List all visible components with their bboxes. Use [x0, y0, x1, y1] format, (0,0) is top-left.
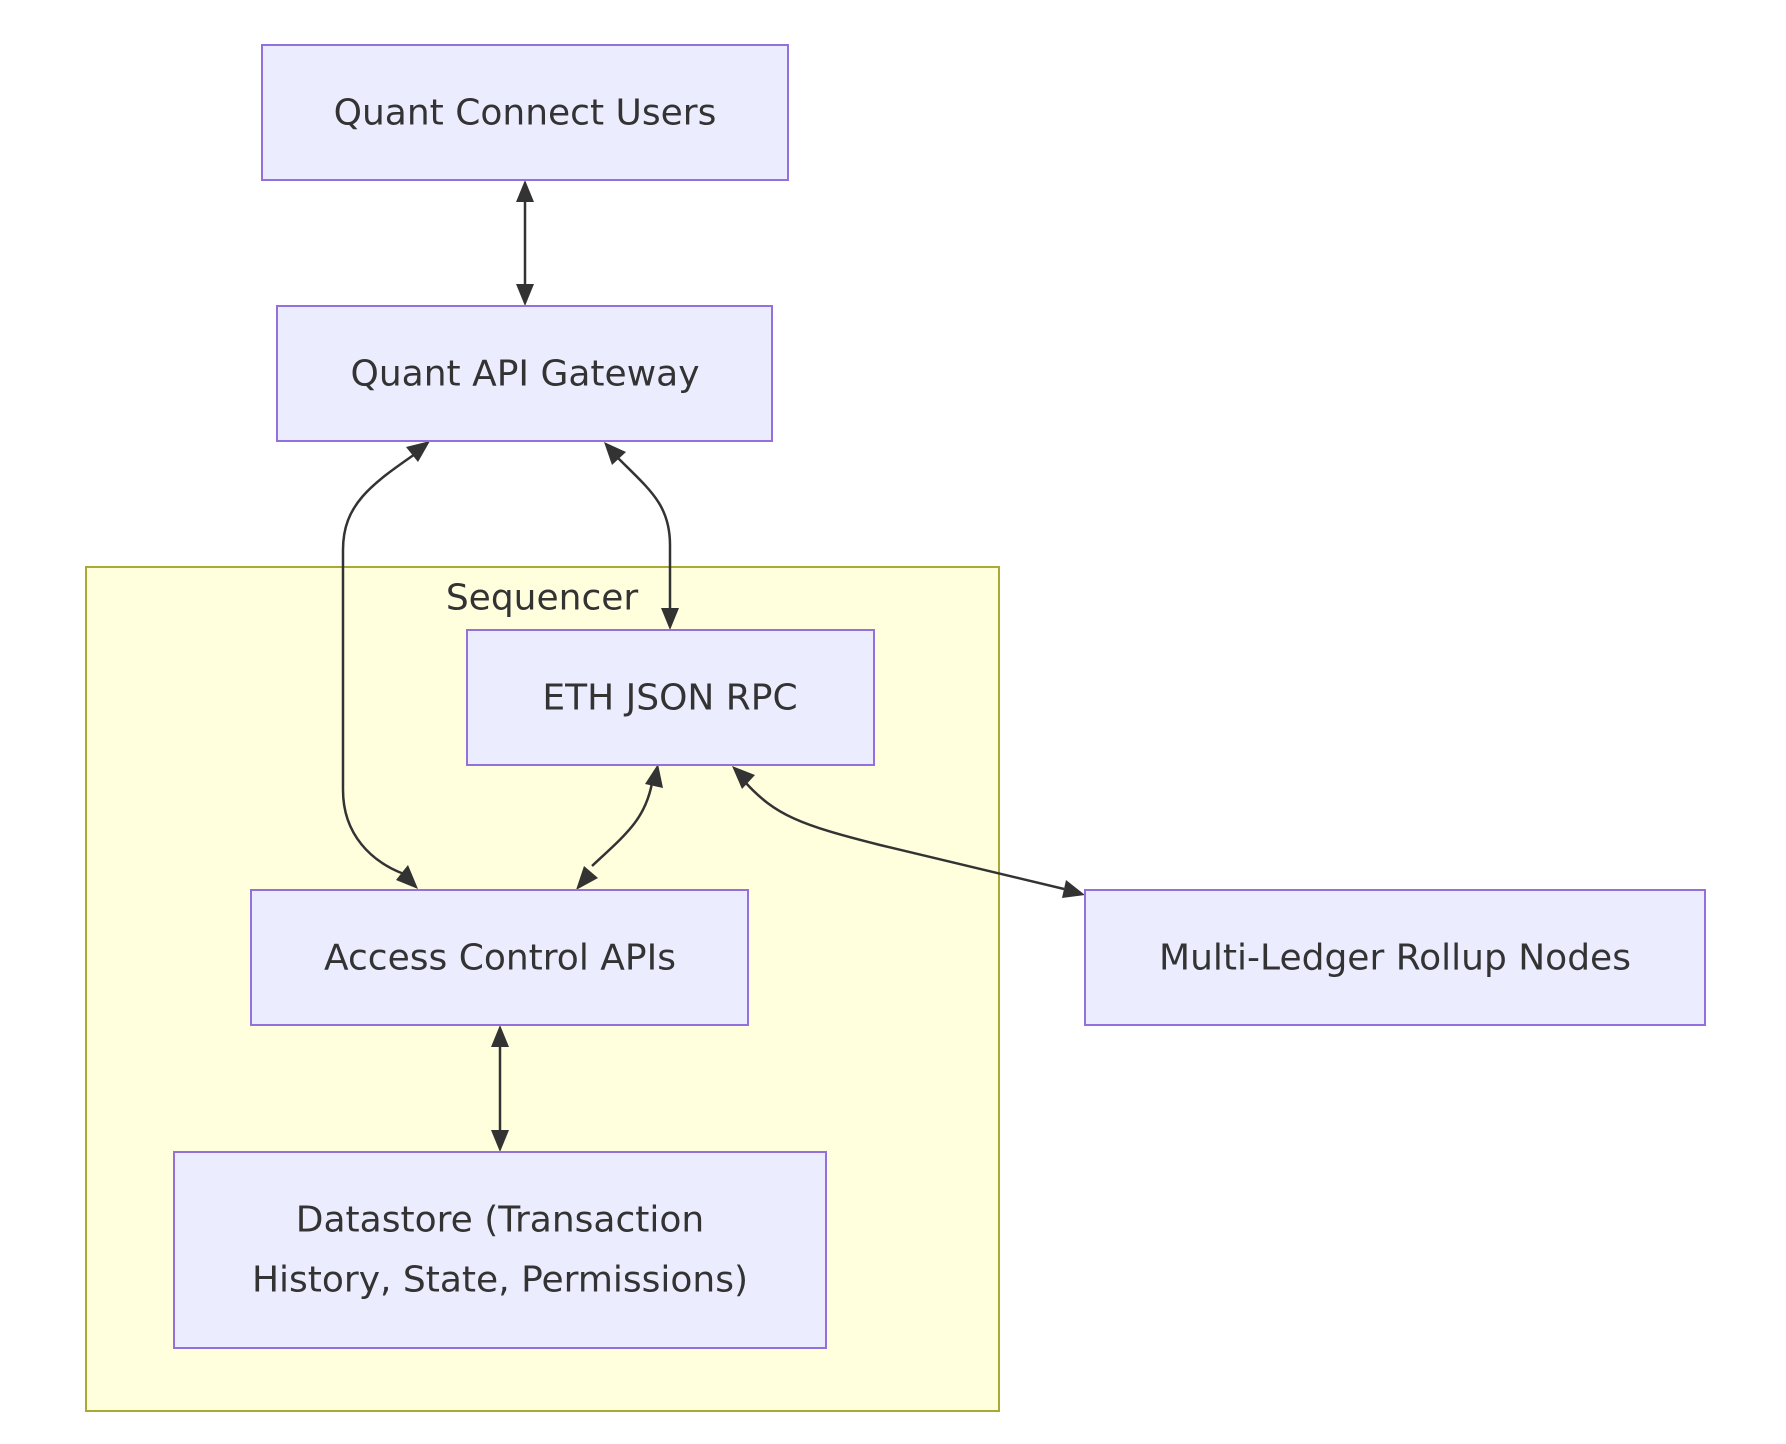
node-label: Quant Connect Users [334, 93, 717, 134]
node-label: Multi-Ledger Rollup Nodes [1159, 938, 1631, 979]
node-box [250, 889, 749, 1026]
node-box [173, 1151, 827, 1349]
node-datastore[interactable]: Datastore (Transaction History, State, P… [173, 1151, 827, 1349]
node-label: Access Control APIs [324, 938, 676, 979]
node-access-control-apis[interactable]: Access Control APIs [250, 889, 749, 1026]
arrowhead-access-right [576, 866, 598, 890]
arrowhead-rollup-end [1062, 880, 1085, 898]
node-box [261, 44, 789, 181]
node-box [1084, 889, 1706, 1026]
arrowhead-datastore-top [491, 1130, 509, 1152]
edge-gateway-rpc [616, 456, 672, 610]
arrowhead-access-bottom [491, 1025, 509, 1047]
node-box [276, 305, 773, 442]
arrowhead-gateway-right [604, 442, 626, 465]
arrowhead-gateway-end [516, 284, 534, 306]
node-label-line2: History, State, Permissions) [252, 1260, 748, 1301]
arrowhead-rpc-top [661, 608, 679, 630]
node-label: Quant API Gateway [350, 354, 699, 395]
edge-rpc-access [591, 782, 654, 867]
arrowhead-rpc-bottom [645, 764, 663, 788]
arrowhead-users-end [516, 180, 534, 202]
node-label-line1: Datastore (Transaction [296, 1200, 704, 1241]
node-multi-ledger-rollup-nodes[interactable]: Multi-Ledger Rollup Nodes [1084, 889, 1706, 1026]
node-label: ETH JSON RPC [542, 678, 797, 719]
node-quant-api-gateway[interactable]: Quant API Gateway [276, 305, 773, 442]
node-eth-json-rpc[interactable]: ETH JSON RPC [466, 629, 875, 766]
node-quant-connect-users[interactable]: Quant Connect Users [261, 44, 789, 181]
arrowhead-rpc-right [732, 766, 755, 789]
arrowhead-gateway-left [406, 441, 430, 462]
sequencer-cluster-label: Sequencer [446, 578, 639, 619]
node-box [466, 629, 875, 766]
arrowhead-access-left [396, 865, 418, 889]
edge-gateway-access [341, 450, 419, 876]
edge-rpc-rollup [744, 781, 1065, 891]
edges [341, 180, 1085, 1152]
